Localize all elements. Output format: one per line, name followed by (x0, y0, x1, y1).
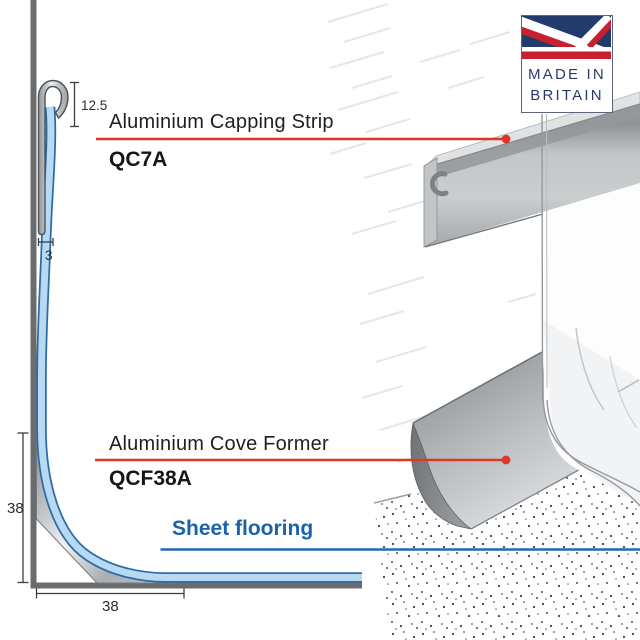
capping-strip-3d-curl-shadow (424, 104, 640, 181)
sheet-cut-edge-line (546, 399, 640, 507)
capping-leader-dot (501, 134, 511, 144)
cross-section-2d: 12.5 3 38 38 (7, 0, 362, 615)
wall-floor-junction-line (373, 493, 412, 504)
sheet-flooring-3d-shade (543, 320, 640, 505)
sheet-flooring-profile-fill (38, 106, 362, 581)
cove-former-code: QCF38A (109, 467, 192, 490)
sheet-edge-lines-3d (541, 113, 640, 507)
sheet-flooring-3d (543, 183, 640, 505)
cove-former-label: Aluminium Cove Former (109, 433, 329, 455)
annotations (95, 134, 640, 551)
sheet-curve-shading-3 (617, 379, 640, 393)
capping-strip-code: QC7A (109, 148, 168, 171)
capping-strip-3d-front-face (424, 104, 640, 247)
badge-britain-text: BRITAIN (530, 87, 604, 104)
capping-strip-3d-end-face (423, 157, 438, 248)
dimension-cove-height: 38 (7, 500, 24, 517)
capping-strip-profile-2d (37, 79, 69, 236)
cove-former-3d-bottom-edge (470, 465, 587, 530)
dimension-lines (17, 81, 185, 599)
dimension-capping-lip: 12.5 (81, 98, 107, 113)
dimension-sheet-gap: 3 (45, 248, 53, 263)
dimension-cove-width: 38 (102, 598, 119, 615)
sheet-curve-shading-1 (575, 327, 605, 411)
made-in-britain-badge: MADE IN BRITAIN (521, 15, 613, 113)
capping-strip-label: Aluminium Capping Strip (109, 111, 334, 133)
cove-former-3d-top-edge (412, 351, 543, 424)
wall-hatching (327, 3, 537, 463)
cove-leader-dot (501, 455, 511, 465)
sheet-edge-line (541, 113, 640, 493)
union-jack-flag-icon (522, 16, 611, 59)
screed-floor-stipple (374, 420, 640, 640)
capping-strip-3d-bottom-edge (424, 213, 544, 248)
sheet-edge-inner-line (546, 113, 548, 389)
badge-made-in-text: MADE IN (528, 66, 606, 83)
capping-strip-3d-curl (429, 171, 449, 197)
cove-former-3d-end-cap (410, 421, 472, 530)
sheet-curve-shading-2 (609, 355, 638, 429)
sheet-flooring-profile-outline (36, 106, 362, 583)
wall-and-floor-section (30, 0, 362, 589)
capping-strip-3d-top-edge (423, 103, 640, 169)
sheet-flooring-label: Sheet flooring (172, 517, 314, 540)
